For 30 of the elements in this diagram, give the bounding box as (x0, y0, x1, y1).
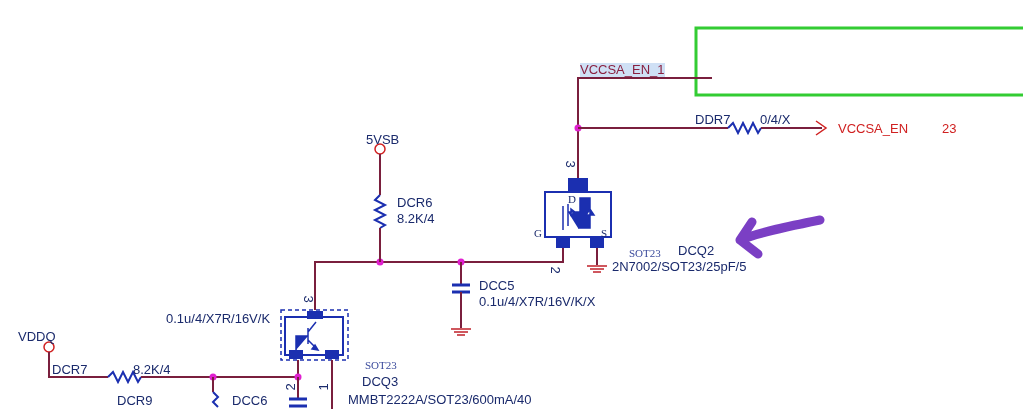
component-value: 8.2K/4 (397, 212, 435, 226)
component-ref: DDR7 (695, 113, 731, 127)
pin-number: 2 (547, 266, 562, 274)
page-number: 23 (942, 122, 957, 136)
component-value: 0.1u/4/X7R/16V/K (166, 312, 271, 326)
power-net-label: VDDQ (18, 330, 56, 344)
component-value: 0.1u/4/X7R/16V/K/X (479, 295, 596, 309)
pin-number: 2 (283, 383, 298, 391)
pin-number: 3 (300, 295, 315, 303)
net-label: VCCSA_EN (838, 122, 909, 136)
package-label: SOT23 (365, 358, 397, 372)
package-label: SOT23 (629, 246, 661, 260)
component-value: 2N7002/SOT23/25pF/5 (612, 260, 747, 274)
pin-number: 3 (562, 160, 577, 168)
pin-letter: G (534, 226, 542, 240)
component-ref: DCC6 (232, 394, 268, 408)
component-ref: DCR7 (52, 363, 88, 377)
component-value: MMBT2222A/SOT23/600mA/40 (348, 393, 532, 407)
power-net-label: 5VSB (366, 133, 400, 147)
pin-letter: S (601, 226, 608, 240)
component-value: 0/4/X (760, 113, 791, 127)
component-value: 8.2K/4 (133, 363, 171, 377)
component-ref: DCQ2 (678, 244, 715, 258)
pin-number: 1 (316, 383, 331, 391)
pin-letter: D (568, 192, 576, 206)
component-ref: DCC5 (479, 279, 515, 293)
component-ref: DCR9 (117, 394, 153, 408)
net-label: VCCSA_EN_1 (580, 63, 665, 77)
component-ref: DCQ3 (362, 375, 399, 389)
component-ref: DCR6 (397, 196, 433, 210)
